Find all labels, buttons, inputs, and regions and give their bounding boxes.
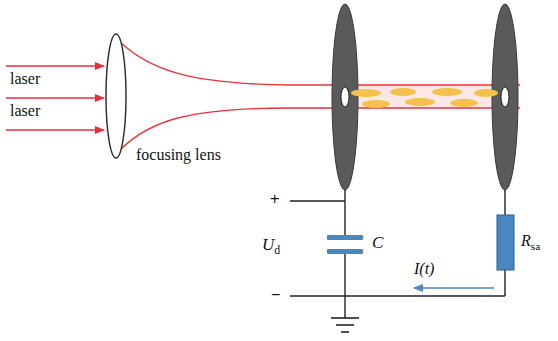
capacitor-symbol [327, 235, 363, 254]
circuit-wires [290, 190, 505, 318]
terminal-sign: − [271, 286, 280, 304]
laser-arrows [6, 66, 104, 130]
laser-label: laser [10, 102, 40, 120]
terminal-sign: + [270, 190, 279, 208]
current-arrow [414, 287, 494, 289]
current-label: I(t) [414, 260, 434, 278]
capacitor-label: C [372, 234, 383, 253]
plasma-particles [351, 88, 498, 108]
focusing-lens [106, 34, 126, 158]
ground-symbol [331, 318, 359, 332]
resistor-symbol [497, 215, 514, 270]
laser-label: laser [10, 70, 40, 88]
lens-label: focusing lens [136, 146, 221, 164]
focused-beam [120, 42, 520, 150]
resistor-label: Rsa [521, 232, 540, 252]
voltage-label: Ud [262, 236, 280, 257]
plasma-channel [345, 85, 505, 108]
electrode-left [332, 4, 358, 190]
electrode-right [492, 4, 518, 190]
